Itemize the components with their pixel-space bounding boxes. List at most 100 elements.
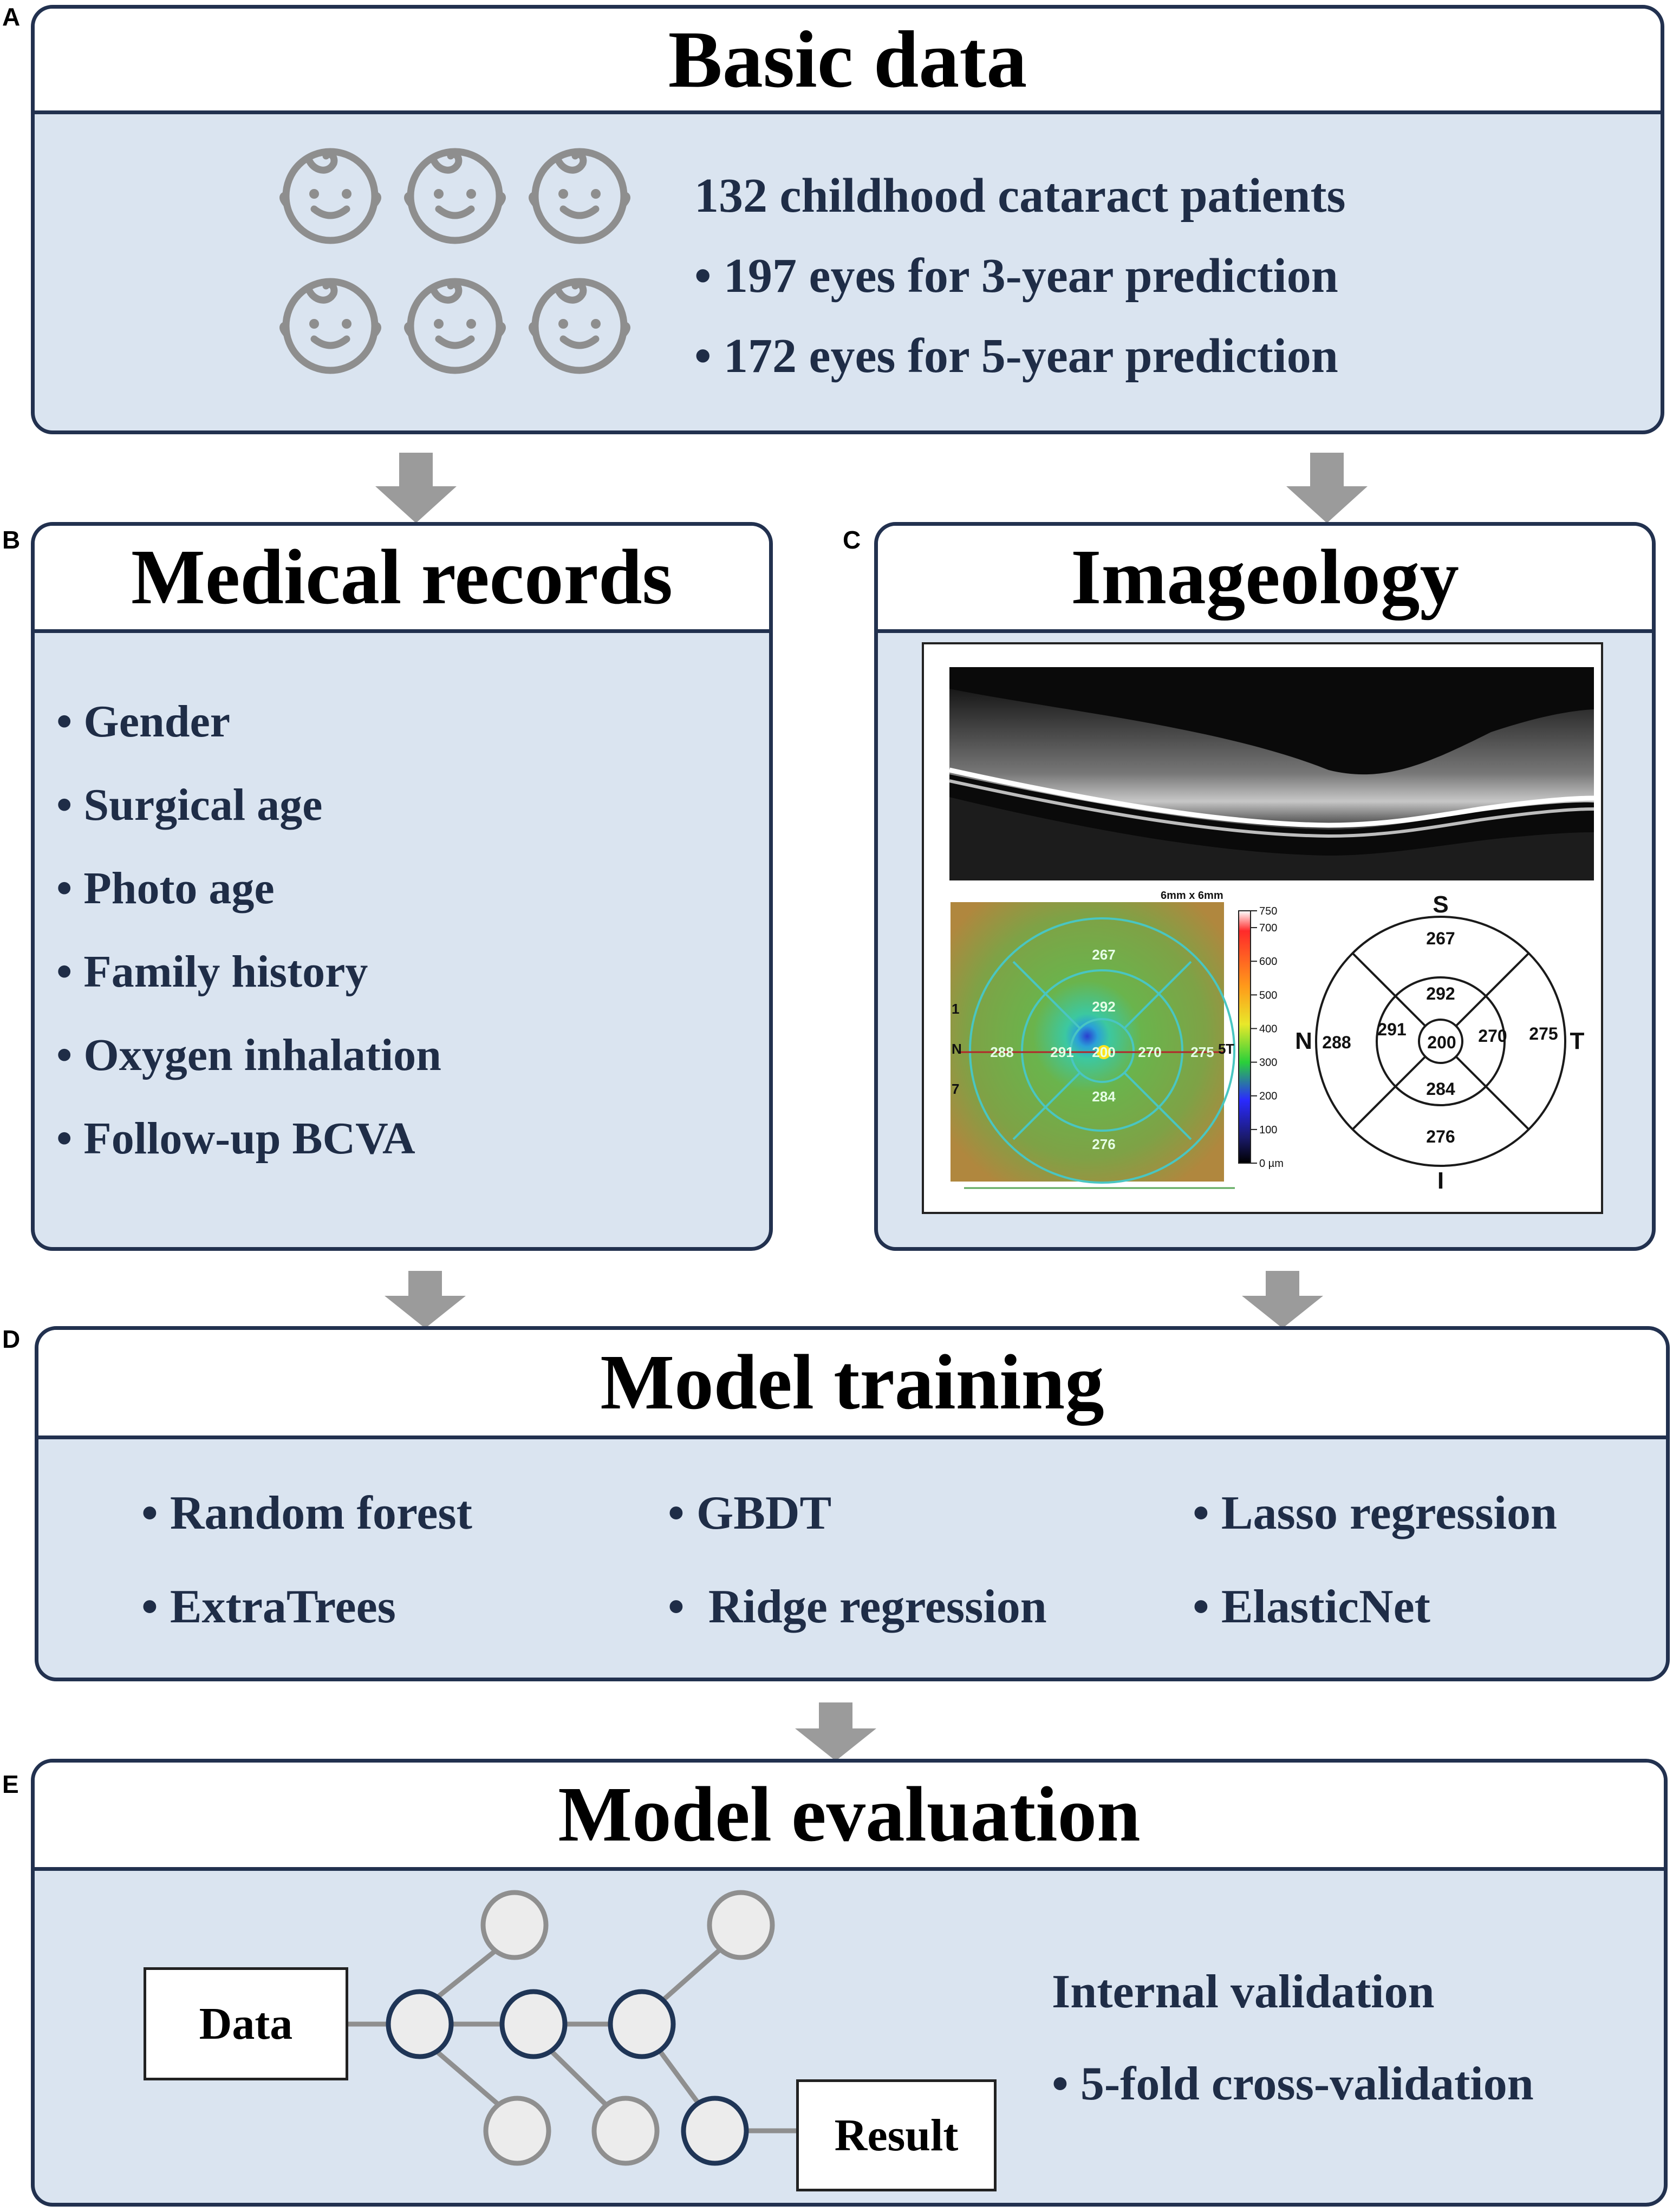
medical-record-item: • Follow-up BCVA (56, 1116, 415, 1162)
basic-item: • 172 eyes for 5-year prediction (694, 332, 1338, 381)
model-label: Random forest (170, 1487, 472, 1539)
map-value: 275 (1190, 1044, 1214, 1060)
validation-item-label: 5-fold cross-validation (1080, 2058, 1534, 2110)
etdrs-outer-temporal: 275 (1529, 1024, 1558, 1043)
model-item: • Random forest (141, 1490, 472, 1537)
map-side-label: 1 (952, 1001, 959, 1017)
colorbar-tick-label: 600 (1259, 956, 1277, 968)
medical-record-label: Photo age (83, 863, 275, 913)
network-edge (550, 2050, 609, 2107)
etdrs-direction-nasal: N (1295, 1028, 1312, 1054)
model-item: • ElasticNet (1193, 1583, 1430, 1631)
medical-records-header: Medical records (35, 526, 769, 633)
map-value: 288 (990, 1044, 1013, 1060)
validation-title: Internal validation (1052, 1966, 1435, 2018)
network-node-active (608, 1989, 676, 2059)
medical-record-label: Gender (83, 696, 231, 747)
etdrs-direction-temporal: T (1570, 1028, 1585, 1054)
basic-data-panel: Basic data 132 childhood cataract patien… (31, 5, 1664, 434)
map-side-label: 5 (1218, 1041, 1226, 1057)
bullet: • (1052, 2058, 1069, 2110)
medical-record-item: • Photo age (56, 866, 275, 911)
result-box: Result (796, 2079, 997, 2191)
bullet: • (668, 1581, 685, 1633)
etdrs-inner-superior: 292 (1426, 984, 1455, 1003)
down-arrow-icon (795, 1702, 876, 1761)
network-node (591, 2096, 660, 2166)
etdrs-direction-superior: S (1433, 891, 1448, 918)
etdrs-grid-diagram: S I N T 267 292 288 291 200 270 275 284 … (1295, 891, 1585, 1191)
network-node (483, 2096, 551, 2166)
model-item: • Lasso regression (1193, 1490, 1557, 1537)
etdrs-center: 200 (1427, 1033, 1456, 1052)
map-side-label: N (952, 1041, 962, 1057)
network-edge (659, 2051, 701, 2105)
model-label: ElasticNet (1221, 1581, 1430, 1633)
model-item: • GBDT (668, 1490, 831, 1537)
map-value: 270 (1138, 1044, 1161, 1060)
bullet: • (694, 249, 712, 303)
etdrs-outer-inferior: 276 (1426, 1127, 1455, 1146)
model-evaluation-header: Model evaluation (35, 1763, 1664, 1871)
down-arrow-icon (1242, 1271, 1323, 1328)
etdrs-inner-inferior: 284 (1426, 1079, 1455, 1099)
network-node (707, 1890, 775, 1960)
medical-record-item: • Oxygen inhalation (56, 1033, 441, 1078)
down-arrow-icon (375, 453, 457, 523)
map-value: 284 (1092, 1088, 1116, 1105)
network-node-active (681, 2096, 749, 2166)
validation-item: • 5-fold cross-validation (1052, 2060, 1534, 2108)
colorbar-tick-label: 300 (1259, 1057, 1277, 1069)
network-node-active (499, 1989, 568, 2059)
bullet: • (141, 1487, 158, 1539)
colorbar-tick-label: 500 (1259, 989, 1277, 1001)
etdrs-outer-nasal: 288 (1322, 1033, 1351, 1052)
colorbar-tick-label: 750 (1259, 905, 1277, 917)
map-scale-label: 6mm x 6mm (1161, 890, 1223, 902)
bullet: • (694, 329, 712, 383)
basic-data-header: Basic data (35, 9, 1661, 114)
model-label: GBDT (696, 1487, 832, 1539)
network-node-active (386, 1989, 454, 2059)
network-edge (436, 2050, 501, 2107)
patients-count-text: 132 childhood cataract patients (694, 169, 1346, 223)
basic-item: • 197 eyes for 3-year prediction (694, 252, 1338, 301)
thickness-map-image: 267 292 288 291 200 270 275 284 276 1 N … (951, 890, 1284, 1189)
baby-face-icon (279, 278, 381, 374)
model-training-panel: Model training • Random forest • GBDT • … (35, 1326, 1670, 1681)
data-box: Data (144, 1967, 348, 2080)
etdrs-outer-superior: 267 (1426, 929, 1455, 948)
etdrs-direction-inferior: I (1437, 1167, 1444, 1191)
map-value: 292 (1092, 999, 1115, 1015)
colorbar-tick-label: 400 (1259, 1023, 1277, 1035)
network-edge (436, 1947, 499, 1999)
baby-face-icon (529, 148, 630, 244)
basic-data-title: Basic data (668, 15, 1027, 105)
network-edges (348, 1947, 796, 2133)
medical-record-item: • Surgical age (56, 782, 322, 828)
bullet: • (56, 780, 73, 830)
model-item: • ExtraTrees (141, 1583, 396, 1631)
colorbar-tick-label: 100 (1259, 1124, 1277, 1136)
map-value: 291 (1050, 1044, 1073, 1060)
bullet: • (56, 1113, 73, 1164)
etdrs-inner-nasal: 291 (1377, 1020, 1406, 1039)
bullet: • (56, 1030, 73, 1080)
panel-letter-b: B (2, 526, 21, 554)
imageology-title: Imageology (1071, 534, 1459, 621)
model-label: Ridge regression (708, 1581, 1047, 1633)
panel-letter-a: A (2, 3, 21, 31)
model-training-header: Model training (38, 1330, 1666, 1439)
medical-records-title: Medical records (131, 534, 673, 621)
bullet: • (1193, 1487, 1209, 1539)
bullet: • (56, 696, 73, 747)
imageology-header: Imageology (878, 526, 1652, 633)
model-label: ExtraTrees (170, 1581, 396, 1633)
panel-letter-d: D (2, 1325, 21, 1353)
panel-letter-c: C (843, 526, 861, 554)
etdrs-inner-temporal: 270 (1478, 1026, 1507, 1046)
medical-record-label: Surgical age (83, 780, 323, 830)
map-value: 200 (1092, 1044, 1115, 1060)
